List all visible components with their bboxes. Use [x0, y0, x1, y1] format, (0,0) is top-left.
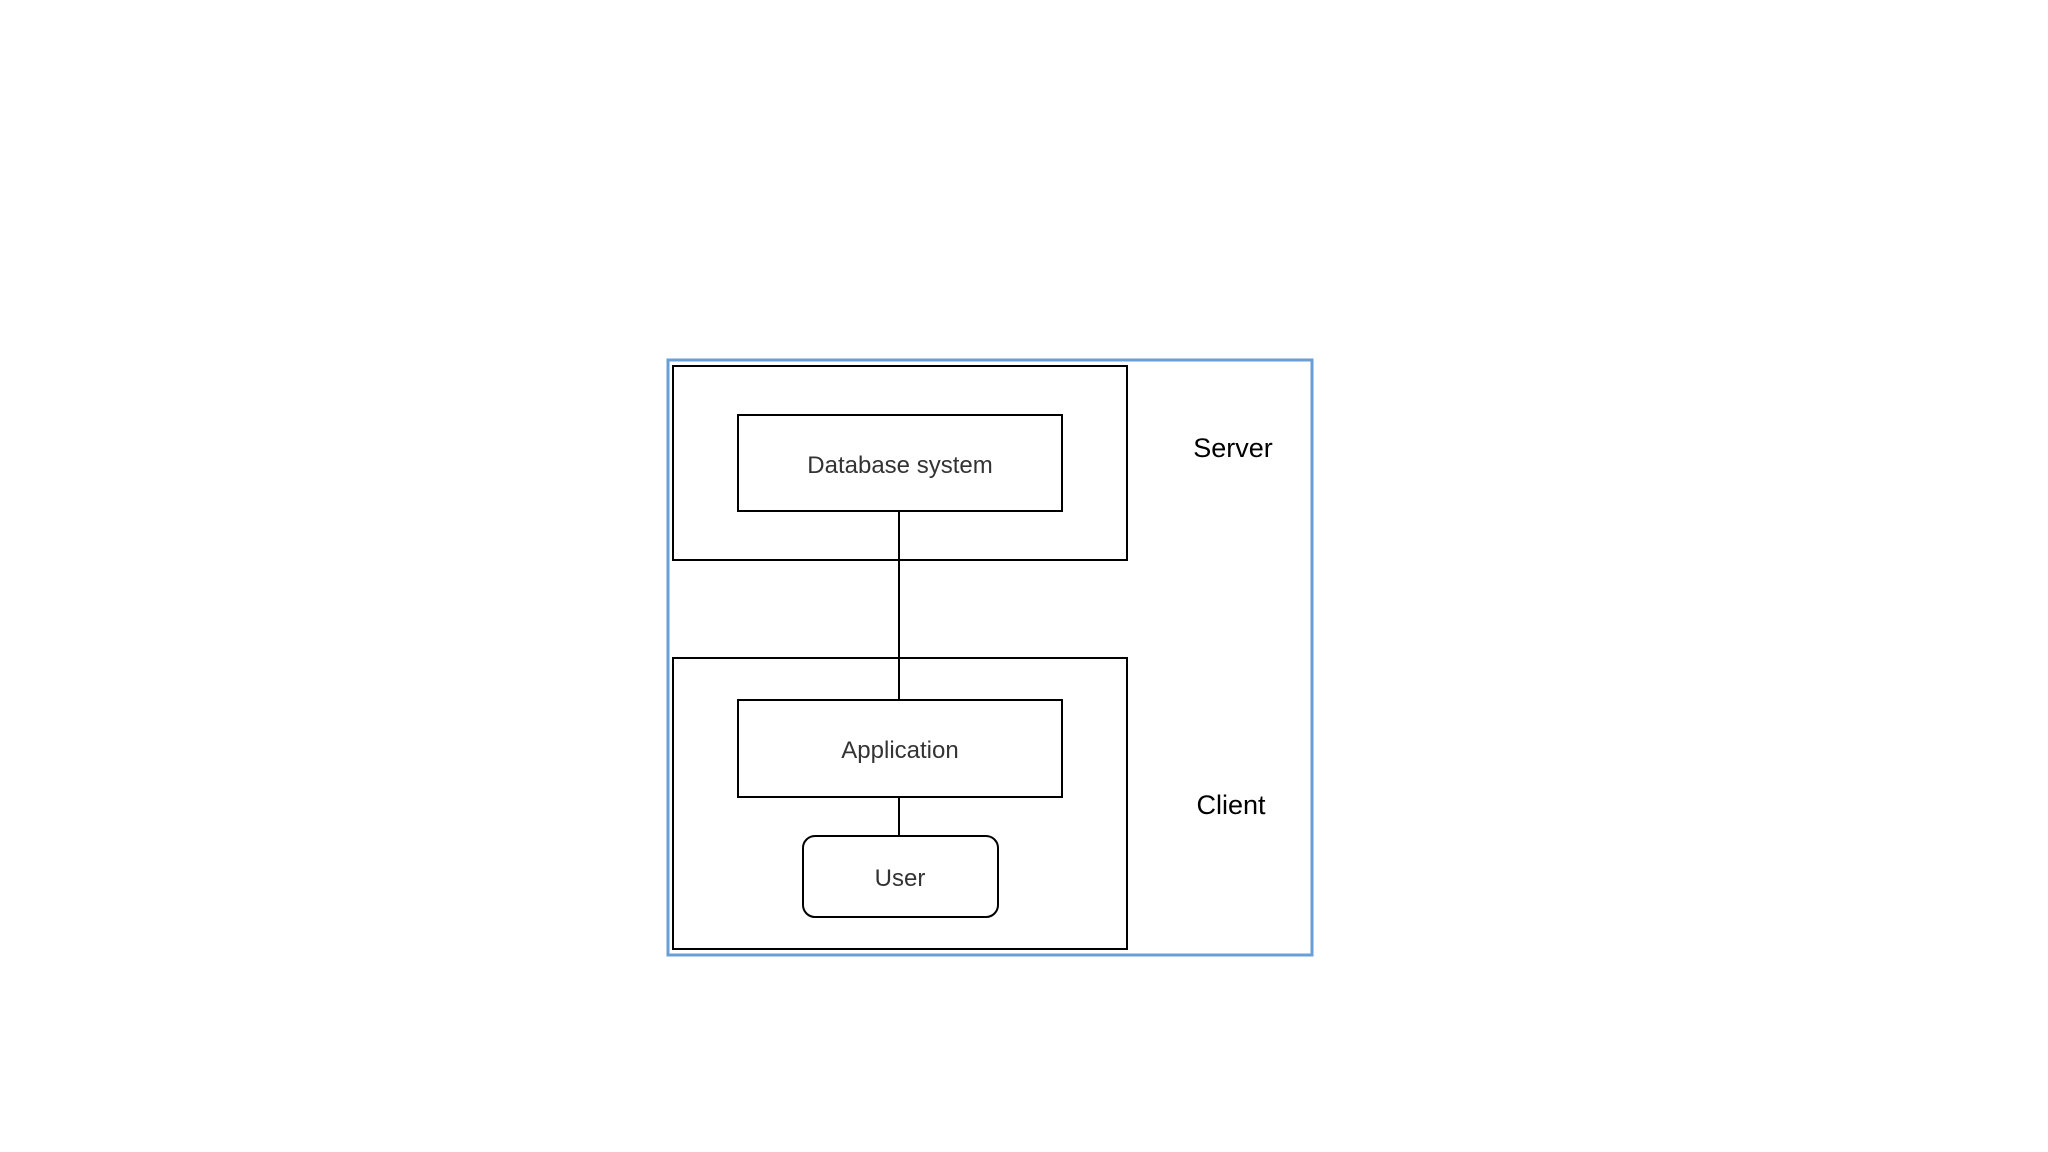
- server-label: Server: [1193, 433, 1273, 463]
- client-label: Client: [1196, 790, 1266, 820]
- server-container[interactable]: [672, 365, 1128, 561]
- database-system-label: Database system: [807, 452, 992, 479]
- application-box[interactable]: [737, 699, 1063, 798]
- selection-outline[interactable]: [666, 358, 1314, 957]
- client-container[interactable]: [672, 657, 1128, 950]
- application-label: Application: [841, 737, 958, 764]
- user-box[interactable]: [802, 835, 999, 918]
- user-label: User: [875, 865, 926, 892]
- database-system-box[interactable]: [737, 414, 1063, 512]
